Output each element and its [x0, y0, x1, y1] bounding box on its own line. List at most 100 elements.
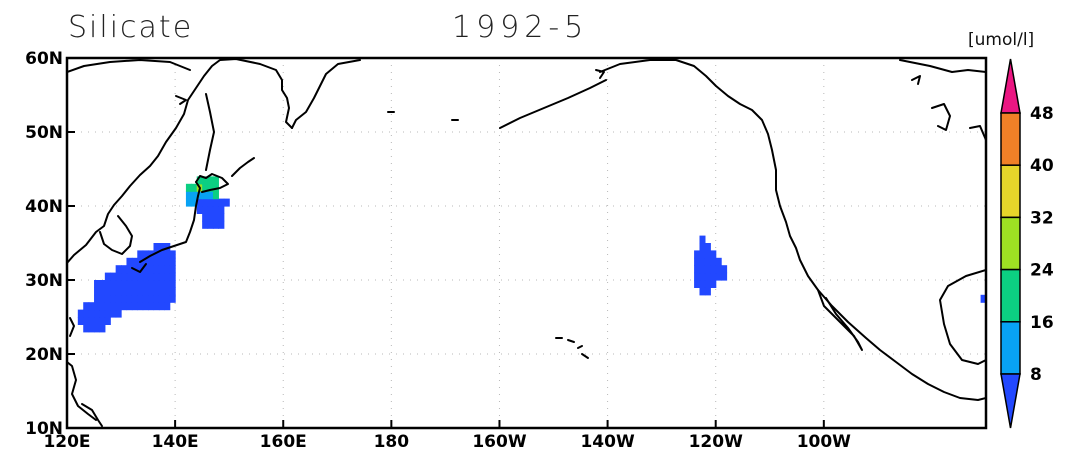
coast-hudson — [931, 103, 951, 131]
coast-kyushu — [131, 263, 147, 273]
data-cell — [153, 265, 160, 274]
data-cell — [694, 257, 701, 266]
map-title-variable: Silicate — [68, 10, 194, 45]
data-cell — [153, 280, 160, 288]
data-cell — [158, 250, 165, 259]
data-cell — [715, 265, 722, 274]
data-cell — [153, 250, 160, 259]
data-cell — [694, 272, 701, 281]
data-cell — [710, 257, 717, 266]
data-cell — [699, 235, 706, 244]
data-cell — [110, 309, 117, 318]
data-cell — [110, 280, 117, 288]
y-tick-label: 40N — [25, 197, 63, 217]
data-cell — [148, 287, 155, 296]
data-cell — [131, 302, 138, 311]
colorbar-segment — [1000, 112, 1021, 166]
data-cell — [202, 198, 209, 207]
x-tick-label: 160E — [260, 432, 307, 452]
data-cell — [169, 257, 176, 266]
data-cell — [158, 243, 165, 251]
coast-island-6 — [69, 317, 75, 337]
data-cell — [164, 294, 171, 303]
data-cell — [169, 280, 176, 288]
data-cell — [148, 272, 155, 281]
colorbar-bottom-triangle — [1000, 373, 1021, 429]
data-cell — [88, 317, 95, 325]
data-cell — [131, 257, 138, 266]
x-tick-label: 120W — [689, 432, 743, 452]
data-cell — [115, 272, 122, 281]
data-cell — [207, 220, 214, 229]
data-cell — [115, 302, 122, 311]
data-cell — [164, 287, 171, 296]
data-cell — [158, 257, 165, 266]
data-cell — [207, 191, 214, 200]
data-cell — [710, 280, 717, 288]
data-cell — [202, 220, 209, 229]
coast-canada — [899, 59, 986, 73]
data-cell — [164, 257, 171, 266]
data-cell — [99, 294, 106, 303]
data-cell — [126, 294, 133, 303]
data-cell — [158, 302, 165, 311]
data-cell — [104, 280, 111, 288]
data-cell — [721, 265, 728, 274]
data-cell — [77, 317, 84, 325]
data-cell — [137, 294, 144, 303]
data-cell — [158, 272, 165, 281]
data-cell — [704, 272, 711, 281]
data-cell — [99, 309, 106, 318]
data-cell — [191, 191, 198, 200]
data-cell — [137, 302, 144, 311]
data-cell — [94, 287, 101, 296]
data-cell — [115, 294, 122, 303]
data-cell — [196, 206, 203, 214]
data-cell — [164, 272, 171, 281]
x-tick-label: 140W — [580, 432, 634, 452]
data-cell — [148, 302, 155, 311]
data-cell — [158, 265, 165, 274]
coast-island-3 — [595, 69, 605, 79]
data-cell — [164, 280, 171, 288]
data-cell — [207, 206, 214, 214]
data-cell — [137, 280, 144, 288]
data-cell — [694, 265, 701, 274]
coast-hudson-2 — [911, 75, 921, 85]
data-cell — [99, 302, 106, 311]
data-cell — [169, 294, 176, 303]
data-cell — [83, 317, 90, 325]
colorbar-segment — [1000, 216, 1021, 271]
data-cell — [88, 324, 95, 333]
data-cell — [710, 250, 717, 259]
y-tick-label: 10N — [25, 419, 63, 439]
data-cell — [110, 272, 117, 281]
data-cell — [153, 287, 160, 296]
data-cell — [121, 265, 128, 274]
data-cell — [121, 280, 128, 288]
data-cell — [169, 265, 176, 274]
data-cell — [137, 287, 144, 296]
data-cell — [704, 250, 711, 259]
colorbar-units: [umol/l] — [968, 30, 1035, 50]
map-title-date: 1992-5 — [452, 10, 589, 45]
data-cell — [185, 191, 192, 200]
coast-kamchatka — [291, 59, 361, 129]
data-cell — [115, 287, 122, 296]
coast-asia-north — [67, 59, 191, 73]
data-cell — [202, 176, 209, 185]
data-cell — [115, 265, 122, 274]
data-cell — [121, 272, 128, 281]
data-cell — [704, 280, 711, 288]
data-cell — [169, 250, 176, 259]
x-tick-label: 180 — [374, 432, 410, 452]
data-cell — [169, 287, 176, 296]
data-cell — [94, 294, 101, 303]
data-cell — [169, 272, 176, 281]
data-cell — [212, 213, 219, 222]
data-cell — [104, 317, 111, 325]
colorbar-segment — [1000, 321, 1021, 375]
data-cell — [131, 280, 138, 288]
data-cell — [148, 257, 155, 266]
coast-asia — [67, 58, 293, 264]
